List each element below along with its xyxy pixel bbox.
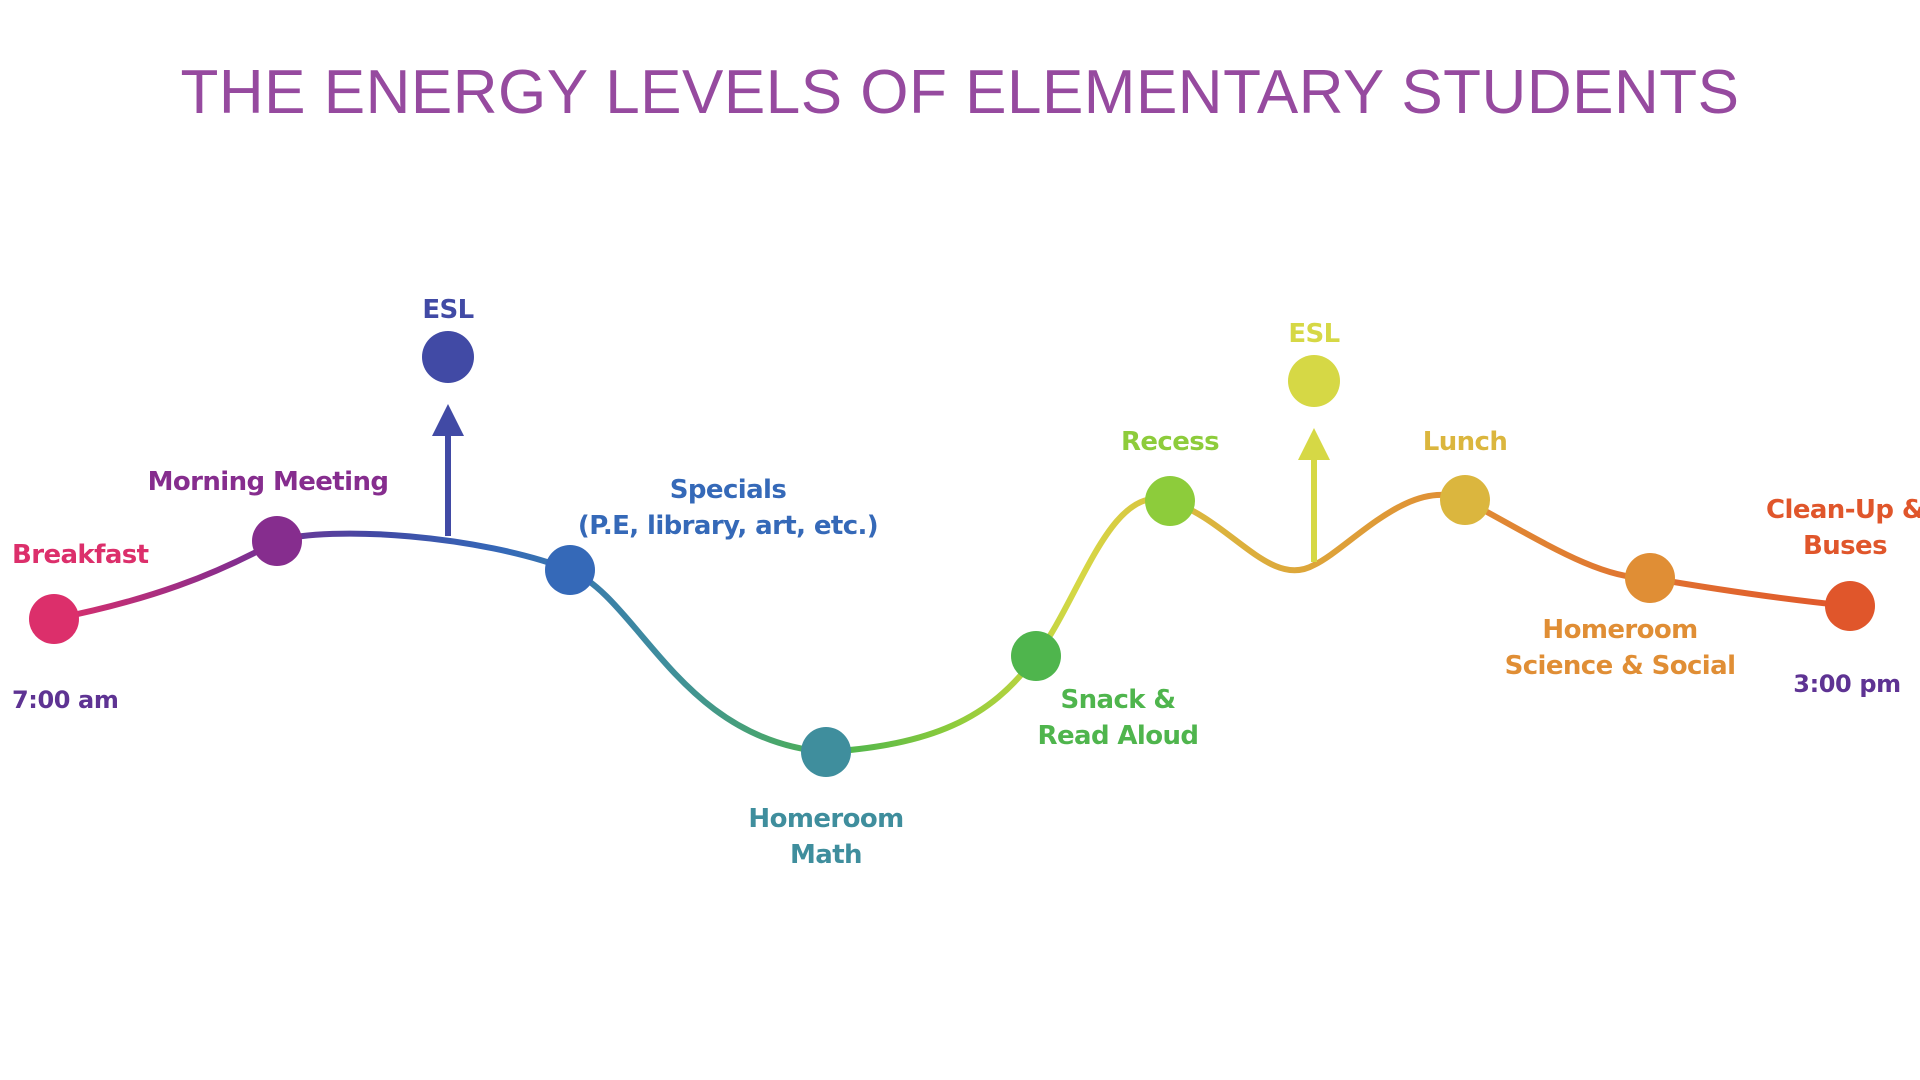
stop-label: Read Aloud (1038, 721, 1199, 751)
stop-label: Science & Social (1505, 651, 1736, 681)
branch-label: ESL (1288, 319, 1339, 349)
stop-recess: Recess (1121, 427, 1220, 526)
stop-clean-up-buses: Clean-Up & Buses (1766, 495, 1920, 631)
energy-curve (51, 491, 1853, 756)
stop-node (252, 516, 302, 566)
stop-label: Recess (1121, 427, 1219, 457)
start-time-label: 7:00 am (12, 686, 118, 714)
branch-esl-afternoon: ESL (1288, 319, 1340, 562)
stop-label: Specials (670, 475, 787, 505)
stop-snack-read-aloud: Snack & Read Aloud (1011, 631, 1199, 751)
stop-label: Homeroom (748, 804, 903, 834)
branch-node-esl-morning (422, 331, 474, 383)
page-title: THE ENERGY LEVELS OF ELEMENTARY STUDENTS (180, 58, 1740, 127)
stop-morning-meeting: Morning Meeting (148, 467, 389, 566)
stop-node (545, 545, 595, 595)
stop-label: (P.E, library, art, etc.) (578, 511, 878, 541)
stop-lunch: Lunch (1423, 427, 1508, 525)
stop-breakfast: Breakfast (12, 540, 149, 644)
stop-node (29, 594, 79, 644)
end-time-label: 3:00 pm (1793, 670, 1900, 698)
branch-node-esl-afternoon (1288, 355, 1340, 407)
stop-label: Snack & (1060, 685, 1175, 715)
arrow-up-icon (432, 404, 464, 436)
stop-label: Morning Meeting (148, 467, 389, 497)
branch-esl-morning: ESL (422, 295, 474, 536)
stop-label: Math (790, 840, 862, 870)
stop-label: Clean-Up & (1766, 495, 1920, 525)
stop-label: Lunch (1423, 427, 1508, 457)
arrow-up-icon (1298, 428, 1330, 460)
stop-specials: Specials (P.E, library, art, etc.) (545, 475, 879, 595)
stop-node (1625, 553, 1675, 603)
branch-label: ESL (422, 295, 473, 325)
stop-node (1011, 631, 1061, 681)
stop-label: Buses (1803, 531, 1887, 561)
stop-node (1145, 476, 1195, 526)
stop-node (1440, 475, 1490, 525)
stop-label: Breakfast (12, 540, 149, 570)
stop-node (801, 727, 851, 777)
stop-label: Homeroom (1542, 615, 1697, 645)
stop-node (1825, 581, 1875, 631)
